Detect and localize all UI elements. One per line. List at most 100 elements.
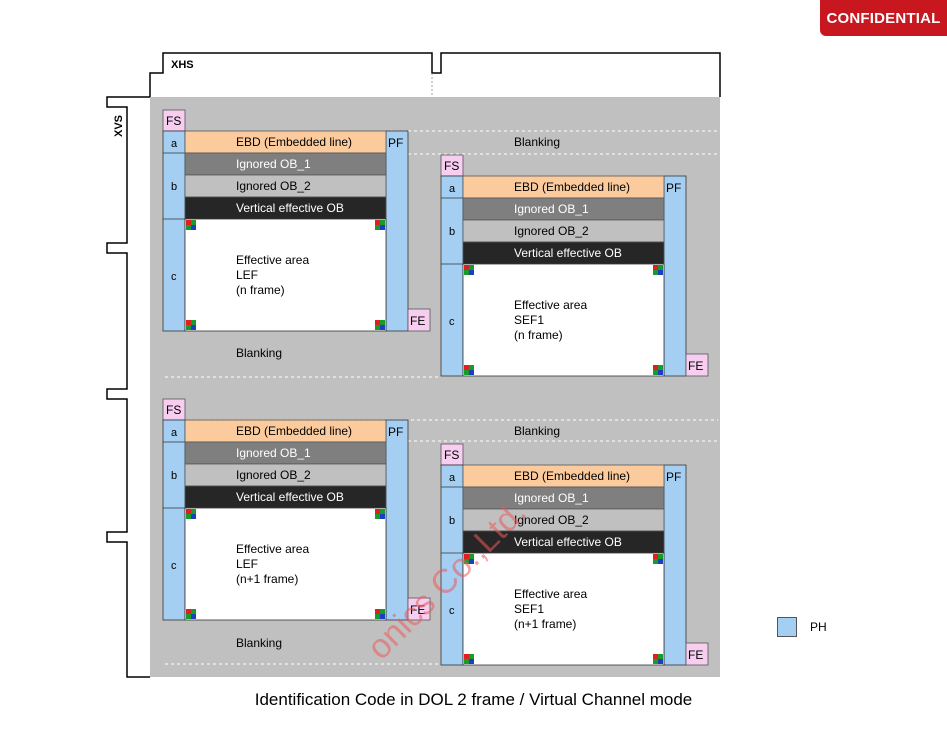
ebd-label: EBD (Embedded line) xyxy=(514,469,630,483)
bayer-marker xyxy=(464,554,474,564)
effective-area-line3: (n+1 frame) xyxy=(236,572,298,586)
ebd-label: EBD (Embedded line) xyxy=(236,424,352,438)
row-label-a: a xyxy=(449,472,456,484)
figure-caption: Identification Code in DOL 2 frame / Vir… xyxy=(254,690,693,709)
effective-area-line1: Effective area xyxy=(236,542,309,556)
effective-area-line3: (n frame) xyxy=(236,283,285,297)
bayer-marker xyxy=(464,265,474,275)
bayer-marker xyxy=(464,654,474,664)
ph-left-column xyxy=(440,464,464,666)
effective-area-line3: (n frame) xyxy=(514,328,563,342)
ob2-label: Ignored OB_2 xyxy=(514,513,589,527)
ebd-label: EBD (Embedded line) xyxy=(236,135,352,149)
veob-label: Vertical effective OB xyxy=(236,490,344,504)
row-label-a: a xyxy=(449,183,456,195)
blanking-label: Blanking xyxy=(236,346,282,360)
row-label-c: c xyxy=(449,316,455,328)
effective-area xyxy=(462,263,665,377)
fe-marker xyxy=(685,353,709,377)
ob1-label: Ignored OB_1 xyxy=(236,157,311,171)
bayer-marker xyxy=(186,609,196,619)
ob1-label: Ignored OB_1 xyxy=(514,202,589,216)
fs-label: FS xyxy=(444,159,459,173)
bayer-marker xyxy=(653,554,663,564)
frame-sef1-n: FS a b c PF EBD (Embedded line) Ignored … xyxy=(440,154,709,377)
ph-left-column xyxy=(162,419,186,621)
row-label-c: c xyxy=(449,605,455,617)
bayer-marker xyxy=(653,265,663,275)
row-label-b: b xyxy=(171,470,177,482)
bayer-marker xyxy=(653,365,663,375)
ob1-label: Ignored OB_1 xyxy=(236,446,311,460)
effective-area-line2: LEF xyxy=(236,557,258,571)
frame-sef1-n1: FS a b c PF EBD (Embedded line) Ignored … xyxy=(440,443,709,666)
ph-left-column xyxy=(162,130,186,332)
row-label-b: b xyxy=(449,226,455,238)
effective-area xyxy=(184,218,387,332)
xhs-waveform xyxy=(149,52,721,97)
frame-lef-n: FS a b c PF EBD (Embedded line) Ignored … xyxy=(162,109,431,332)
effective-area-line2: SEF1 xyxy=(514,313,544,327)
bayer-marker xyxy=(653,654,663,664)
bayer-marker xyxy=(375,320,385,330)
fs-label: FS xyxy=(166,114,181,128)
fe-label: FE xyxy=(410,314,425,328)
pf-label: PF xyxy=(666,181,681,195)
effective-area-line1: Effective area xyxy=(514,587,587,601)
effective-area-line2: SEF1 xyxy=(514,602,544,616)
fe-marker xyxy=(407,308,431,332)
ph-right-column xyxy=(663,175,687,377)
blanking-label: Blanking xyxy=(514,135,560,149)
fe-marker xyxy=(407,597,431,621)
effective-area-line2: LEF xyxy=(236,268,258,282)
row-label-c: c xyxy=(171,560,177,572)
legend-ph-label: PH xyxy=(810,620,827,634)
fe-label: FE xyxy=(410,603,425,617)
ob2-label: Ignored OB_2 xyxy=(514,224,589,238)
xvs-label: XVS xyxy=(113,115,125,137)
bayer-marker xyxy=(186,509,196,519)
ph-left-column xyxy=(440,175,464,377)
fe-label: FE xyxy=(688,359,703,373)
bayer-marker xyxy=(186,220,196,230)
effective-area xyxy=(462,552,665,666)
row-label-a: a xyxy=(171,138,178,150)
ph-right-column xyxy=(385,130,409,332)
xvs-waveform xyxy=(106,96,150,678)
confidential-badge: CONFIDENTIAL xyxy=(820,0,947,36)
legend-ph-swatch xyxy=(777,617,797,637)
row-label-c: c xyxy=(171,271,177,283)
row-label-b: b xyxy=(449,515,455,527)
fs-label: FS xyxy=(444,448,459,462)
veob-label: Vertical effective OB xyxy=(236,201,344,215)
bayer-marker xyxy=(186,320,196,330)
pf-label: PF xyxy=(666,470,681,484)
bayer-marker xyxy=(375,509,385,519)
xhs-label: XHS xyxy=(171,59,194,71)
fe-marker xyxy=(685,642,709,666)
ebd-label: EBD (Embedded line) xyxy=(514,180,630,194)
ob2-label: Ignored OB_2 xyxy=(236,179,311,193)
blanking-label: Blanking xyxy=(236,636,282,650)
blanking-label: Blanking xyxy=(514,424,560,438)
effective-area-line1: Effective area xyxy=(514,298,587,312)
effective-area xyxy=(184,507,387,621)
pf-label: PF xyxy=(388,425,403,439)
bayer-marker xyxy=(375,609,385,619)
veob-label: Vertical effective OB xyxy=(514,246,622,260)
bayer-marker xyxy=(464,365,474,375)
bayer-marker xyxy=(375,220,385,230)
pf-label: PF xyxy=(388,136,403,150)
ph-right-column xyxy=(663,464,687,666)
effective-area-line3: (n+1 frame) xyxy=(514,617,576,631)
row-label-a: a xyxy=(171,427,178,439)
ob2-label: Ignored OB_2 xyxy=(236,468,311,482)
ph-right-column xyxy=(385,419,409,621)
row-label-b: b xyxy=(171,181,177,193)
veob-label: Vertical effective OB xyxy=(514,535,622,549)
frame-lef-n1: FS a b c PF EBD (Embedded line) Ignored … xyxy=(162,398,431,621)
fe-label: FE xyxy=(688,648,703,662)
fs-label: FS xyxy=(166,403,181,417)
effective-area-line1: Effective area xyxy=(236,253,309,267)
